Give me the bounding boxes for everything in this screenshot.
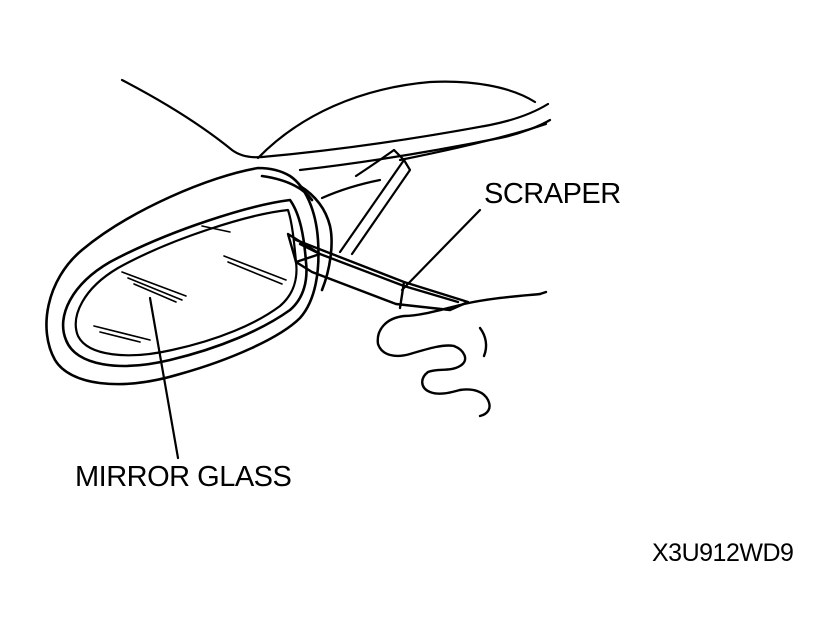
finger-2 [458,388,491,418]
door-ledge-outer [260,102,550,159]
scraper-tool [286,232,470,312]
figure-code: X3U912WD9 [652,539,794,567]
mirror-glass-pane [74,208,298,357]
wrist-top [538,290,548,296]
door-belt-line [256,80,537,160]
housing-side-lip [298,184,333,292]
housing-inner-rim [61,198,308,368]
finger-detail [478,326,488,358]
scraper-body [294,238,470,312]
door-upper-edge [120,78,264,159]
mirror-housing [45,166,333,386]
hand [376,290,548,418]
glass-reflection-lines [93,225,287,343]
glass-outline [74,208,298,357]
housing-top-lip [260,174,314,202]
finger-1 [421,344,467,395]
leader-lines [148,208,482,460]
mirror-mount [320,148,412,256]
scraper-handle-line [398,280,406,310]
scraper-label: SCRAPER [484,178,621,210]
door-ledge-inner [298,118,552,172]
door-ledge-bottom [398,122,548,162]
scraper-edge [298,242,460,304]
housing-outer-rim [45,166,320,386]
door-panel [120,78,552,172]
thumb [376,292,542,358]
scraper-leader [400,208,482,292]
mirror-glass-leader [148,296,180,460]
mirror-glass-label: MIRROR GLASS [75,461,292,493]
